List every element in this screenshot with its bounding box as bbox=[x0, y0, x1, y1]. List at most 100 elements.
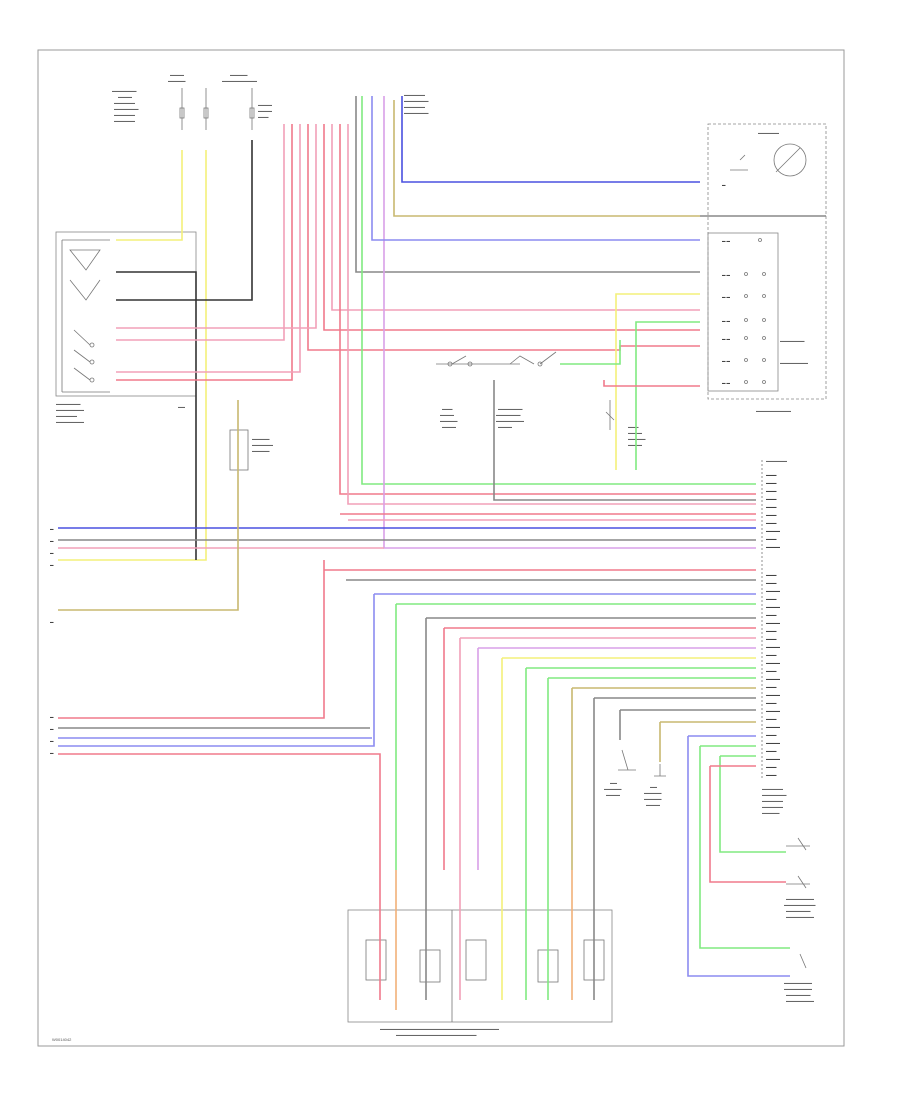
svg-text:▬▬▬: ▬▬▬ bbox=[766, 613, 777, 617]
svg-text:▬▬▬▬▬▬▬▬▬▬: ▬▬▬▬▬▬▬▬▬▬ bbox=[756, 409, 792, 413]
svg-text:▬▬▬▬: ▬▬▬▬ bbox=[498, 425, 513, 429]
svg-text:▬▬▬▬▬: ▬▬▬▬▬ bbox=[644, 791, 662, 795]
svg-text:▬ ▬: ▬ ▬ bbox=[722, 337, 730, 341]
svg-text:▬▬▬▬▬▬▬▬▬: ▬▬▬▬▬▬▬▬▬ bbox=[784, 903, 816, 907]
wire-green-42 bbox=[547, 677, 756, 870]
svg-text:▬▬▬▬▬: ▬▬▬▬▬ bbox=[230, 73, 248, 77]
wire-gray-36 bbox=[425, 617, 756, 870]
svg-text:▬▬▬▬▬▬: ▬▬▬▬▬▬ bbox=[404, 93, 426, 97]
wire-red-37 bbox=[443, 627, 756, 870]
svg-text:▬▬: ▬▬ bbox=[610, 781, 618, 785]
svg-text:▬▬▬: ▬▬▬ bbox=[766, 733, 777, 737]
svg-text:▬▬▬▬▬▬: ▬▬▬▬▬▬ bbox=[252, 443, 274, 447]
svg-text:▬: ▬ bbox=[722, 183, 726, 187]
svg-text:▬▬▬▬▬▬: ▬▬▬▬▬▬ bbox=[762, 787, 784, 791]
svg-text:▬▬▬▬▬▬: ▬▬▬▬▬▬ bbox=[762, 805, 784, 809]
wire-olive-27 bbox=[58, 400, 239, 611]
svg-text:▬▬▬: ▬▬▬ bbox=[628, 425, 639, 429]
svg-text:▬▬▬: ▬▬▬ bbox=[766, 653, 777, 657]
svg-text:▬▬▬▬▬▬▬: ▬▬▬▬▬▬▬ bbox=[786, 909, 811, 913]
svg-text:▬▬▬▬: ▬▬▬▬ bbox=[258, 109, 273, 113]
svg-text:▬▬▬: ▬▬▬ bbox=[766, 669, 777, 673]
svg-text:▬▬▬▬: ▬▬▬▬ bbox=[766, 709, 781, 713]
top-fuses bbox=[179, 88, 255, 130]
wire-gray-13 bbox=[355, 96, 700, 273]
svg-text:▬▬▬▬▬: ▬▬▬▬▬ bbox=[252, 449, 270, 453]
svg-text:▬▬▬: ▬▬▬ bbox=[766, 637, 777, 641]
wire-olive-16 bbox=[393, 100, 700, 217]
wire-pink-12 bbox=[347, 124, 756, 505]
svg-text:▬ ▬: ▬ ▬ bbox=[722, 359, 730, 363]
svg-text:▬▬▬▬▬▬: ▬▬▬▬▬▬ bbox=[766, 459, 788, 463]
wire-green-48 bbox=[699, 745, 790, 949]
transmission-speed-sensors: ▬▬▬▬▬▬▬▬ ▬▬▬▬▬▬▬▬▬ ▬▬▬▬▬▬▬ ▬▬▬▬▬▬▬▬ ▬▬▬▬… bbox=[784, 837, 816, 1003]
svg-text:▬▬▬▬: ▬▬▬▬ bbox=[766, 741, 781, 745]
svg-text:▬▬▬▬▬▬▬▬: ▬▬▬▬▬▬▬▬ bbox=[784, 987, 813, 991]
wire-green-35 bbox=[395, 603, 756, 870]
svg-text:▬ ▬: ▬ ▬ bbox=[722, 295, 730, 299]
svg-text:▬ ▬: ▬ ▬ bbox=[722, 273, 730, 277]
svg-text:▬: ▬ bbox=[50, 539, 54, 543]
svg-text:▬ ▬: ▬ ▬ bbox=[722, 239, 730, 243]
wire-green-41 bbox=[525, 667, 756, 870]
svg-text:▬▬▬: ▬▬▬ bbox=[766, 749, 777, 753]
svg-text:▬▬▬▬▬▬▬▬: ▬▬▬▬▬▬▬▬ bbox=[786, 897, 815, 901]
svg-text:▬▬▬▬▬▬: ▬▬▬▬▬▬ bbox=[56, 414, 78, 418]
wire-red-50 bbox=[709, 765, 786, 883]
svg-text:▬▬▬▬▬▬▬▬▬▬: ▬▬▬▬▬▬▬▬▬▬ bbox=[222, 79, 258, 83]
wire-yellow-20 bbox=[615, 293, 700, 470]
wire-red-22 bbox=[603, 380, 700, 387]
wire-pink-8 bbox=[116, 124, 317, 329]
svg-text:▬▬▬▬▬▬▬: ▬▬▬▬▬▬▬ bbox=[404, 111, 429, 115]
wire-violet-15 bbox=[383, 96, 756, 549]
wire-red-7 bbox=[307, 124, 700, 351]
svg-text:▬: ▬ bbox=[50, 715, 54, 719]
stop-light-switch: ▬▬▬ ▬▬▬▬ ▬▬▬▬▬ ▬▬▬▬ ▬▬▬▬▬▬▬ ▬▬▬▬▬▬▬ ▬▬▬▬… bbox=[436, 351, 646, 447]
wire-red-9 bbox=[323, 124, 700, 331]
svg-text:▬▬▬▬▬: ▬▬▬▬▬ bbox=[252, 437, 270, 441]
svg-text:▬▬▬▬: ▬▬▬▬ bbox=[606, 793, 621, 797]
wire-green-14 bbox=[361, 96, 756, 485]
svg-text:▬▬▬▬▬▬▬▬: ▬▬▬▬▬▬▬▬ bbox=[56, 408, 85, 412]
svg-text:▬▬▬▬▬▬▬: ▬▬▬▬▬▬▬ bbox=[114, 107, 139, 111]
svg-text:▬▬▬▬: ▬▬▬▬ bbox=[766, 693, 781, 697]
svg-text:▬▬▬▬▬: ▬▬▬▬▬ bbox=[628, 437, 646, 441]
diagram-frame bbox=[37, 49, 845, 1047]
svg-text:▬▬▬▬▬: ▬▬▬▬▬ bbox=[604, 787, 622, 791]
transmission-solenoid-block: ▬▬▬▬▬▬▬▬▬▬▬▬▬▬▬▬▬▬▬▬▬▬▬▬▬▬▬▬▬▬▬▬▬▬ ▬▬▬▬▬… bbox=[347, 909, 613, 1037]
wire-lightblue-47 bbox=[687, 735, 790, 977]
svg-text:▬▬▬▬▬▬▬▬▬▬▬▬▬▬▬▬▬▬▬▬▬▬▬: ▬▬▬▬▬▬▬▬▬▬▬▬▬▬▬▬▬▬▬▬▬▬▬ bbox=[396, 1033, 477, 1037]
svg-text:▬▬▬: ▬▬▬ bbox=[258, 115, 269, 119]
wire-pink-10 bbox=[331, 124, 700, 311]
svg-text:▬: ▬ bbox=[50, 727, 54, 731]
svg-text:▬▬▬▬: ▬▬▬▬ bbox=[766, 677, 781, 681]
svg-text:▬▬▬▬: ▬▬▬▬ bbox=[766, 621, 781, 625]
svg-text:▬▬▬: ▬▬▬ bbox=[442, 407, 453, 411]
engine-control-module: ▬▬▬▬▬▬ ▬▬▬▬▬▬ ▬▬▬▬▬▬▬ ▬▬▬▬▬▬ ▬▬▬▬▬▬ ▬▬▬▬… bbox=[761, 459, 788, 815]
left-offpage-connectors: ▬ ▬ ▬ ▬ ▬ ▬ ▬ ▬ ▬ bbox=[50, 527, 54, 755]
svg-text:▬▬▬: ▬▬▬ bbox=[766, 701, 777, 705]
g-sensor-component: ▬▬▬▬▬ ▬▬▬▬▬▬ ▬▬▬▬▬ bbox=[229, 429, 274, 471]
wire-red-29 bbox=[58, 560, 756, 719]
svg-text:▬▬▬▬: ▬▬▬▬ bbox=[766, 757, 781, 761]
svg-text:▬▬▬▬: ▬▬▬▬ bbox=[766, 529, 781, 533]
svg-text:▬▬▬▬: ▬▬▬▬ bbox=[118, 95, 133, 99]
svg-text:▬▬▬▬▬▬: ▬▬▬▬▬▬ bbox=[114, 101, 136, 105]
wire-pink-38 bbox=[459, 637, 756, 870]
svg-text:▬▬▬: ▬▬▬ bbox=[766, 773, 777, 777]
svg-text:▬ ▬: ▬ ▬ bbox=[722, 319, 730, 323]
svg-text:▬▬▬▬▬: ▬▬▬▬▬ bbox=[762, 811, 780, 815]
svg-text:▬▬▬: ▬▬▬ bbox=[766, 481, 777, 485]
svg-text:▬▬▬▬▬▬: ▬▬▬▬▬▬ bbox=[758, 131, 780, 135]
svg-text:▬▬▬: ▬▬▬ bbox=[766, 537, 777, 541]
svg-text:▬▬▬: ▬▬▬ bbox=[766, 521, 777, 525]
svg-text:▬▬▬▬: ▬▬▬▬ bbox=[766, 645, 781, 649]
svg-text:▬▬▬▬▬▬: ▬▬▬▬▬▬ bbox=[114, 113, 136, 117]
svg-text:▬▬▬▬▬: ▬▬▬▬▬ bbox=[168, 79, 186, 83]
svg-text:▬▬▬▬: ▬▬▬▬ bbox=[646, 803, 661, 807]
svg-text:▬▬▬▬: ▬▬▬▬ bbox=[766, 661, 781, 665]
svg-text:▬▬▬: ▬▬▬ bbox=[766, 497, 777, 501]
svg-text:▬▬▬: ▬▬▬ bbox=[766, 597, 777, 601]
wire-black-3 bbox=[116, 271, 197, 560]
svg-text:▬▬▬▬: ▬▬▬▬ bbox=[258, 103, 273, 107]
